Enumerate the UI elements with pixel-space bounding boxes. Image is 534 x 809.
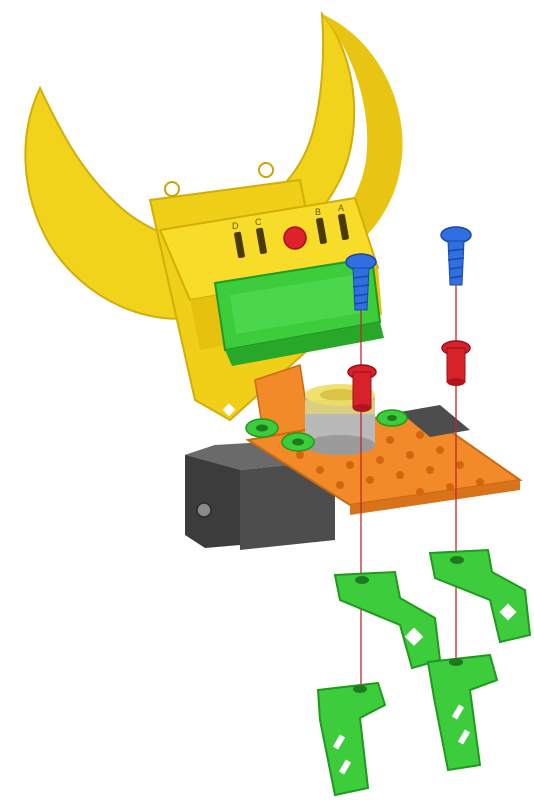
port-label-b: B: [315, 207, 321, 217]
axle-icon: [197, 503, 211, 517]
l-bracket-lower-right: [428, 655, 497, 770]
red-button-icon: [284, 227, 306, 249]
l-bracket-upper-right: [430, 550, 530, 642]
mount-hole-right: [259, 163, 273, 177]
mount-hole-left: [165, 182, 179, 196]
l-bracket-lower-left: [318, 683, 385, 795]
blue-screw-right: [441, 227, 471, 285]
l-bracket-upper-left: [335, 572, 440, 668]
red-pin-right: [442, 341, 470, 386]
port-label-a: A: [338, 203, 344, 213]
port-label-d: D: [232, 221, 239, 231]
port-label-c: C: [255, 217, 262, 227]
